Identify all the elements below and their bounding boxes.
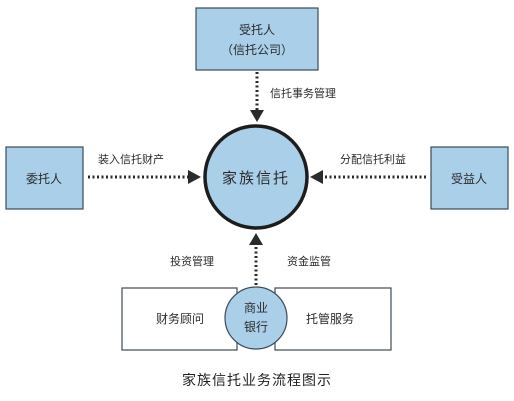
bank-services-group: 财务顾问 托管服务 商业 银行	[121, 286, 392, 351]
settlor-node: 委托人	[5, 146, 84, 210]
edge-label-investment-management: 投资管理	[170, 254, 214, 268]
commercial-bank-circle	[224, 286, 288, 350]
arrow-trustee-to-trust	[250, 72, 264, 122]
financial-advisor-label: 财务顾问	[156, 311, 204, 326]
arrow-bank-to-trust	[249, 233, 263, 285]
financial-advisor-box	[121, 287, 238, 351]
trustee-sublabel: （信托公司）	[221, 43, 293, 57]
arrow-benefit-distribution	[310, 170, 426, 184]
custody-service-box	[274, 287, 392, 351]
edge-label-distribute-benefits: 分配信托利益	[340, 152, 406, 166]
commercial-bank-label-line1: 商业	[244, 300, 268, 315]
edge-label-fund-supervision: 资金监管	[287, 254, 331, 268]
family-trust-node: 家族信托	[203, 124, 309, 230]
family-trust-label: 家族信托	[222, 169, 290, 187]
beneficiary-label: 受益人	[451, 172, 487, 186]
edge-label-trust-affairs: 信托事务管理	[270, 86, 336, 100]
arrow-settlor-to-trust	[88, 170, 201, 184]
edge-label-inject-assets: 装入信托财产	[98, 152, 164, 166]
beneficiary-node: 受益人	[430, 146, 509, 210]
settlor-label: 委托人	[26, 172, 62, 186]
trustee-node: 受托人 （信托公司）	[195, 7, 319, 71]
figure-caption: 家族信托业务流程图示	[182, 373, 332, 389]
commercial-bank-label-line2: 银行	[244, 320, 268, 334]
trustee-label: 受托人	[239, 23, 275, 37]
custody-service-label: 托管服务	[306, 311, 354, 326]
